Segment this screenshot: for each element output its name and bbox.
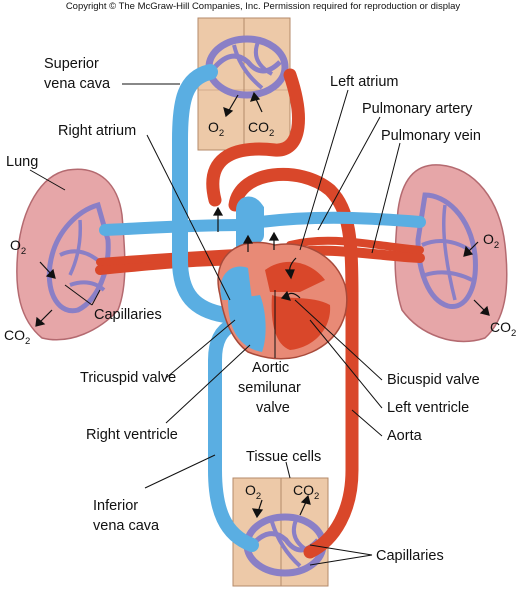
label-left-atrium: Left atrium xyxy=(330,74,399,90)
left-atrium-chamber xyxy=(265,261,325,292)
label-inferior-vena-cava-line2: vena cava xyxy=(93,518,160,534)
label-left-ventricle: Left ventricle xyxy=(387,400,469,416)
co2-left-lung: CO2 xyxy=(490,319,516,339)
left-lung-capillaries xyxy=(415,192,478,309)
o2-bottom: O2 xyxy=(245,482,261,502)
o2-left-lung: O2 xyxy=(483,231,499,251)
aorta-vessel xyxy=(206,68,359,559)
right-atrium-chamber xyxy=(220,266,252,300)
left-ventricle-chamber xyxy=(271,295,331,350)
label-aortic-semilunar-valve-line3: valve xyxy=(256,400,290,416)
gas-labels: O2 CO2 O2 CO2 O2 CO2 O2 CO2 xyxy=(4,119,516,502)
label-bicuspid-valve: Bicuspid valve xyxy=(387,372,480,388)
heart xyxy=(217,241,348,360)
label-tricuspid-valve: Tricuspid valve xyxy=(80,370,176,386)
o2-top: O2 xyxy=(208,119,224,139)
co2-top: CO2 xyxy=(248,119,274,139)
flow-arrows xyxy=(212,206,301,301)
right-lung-capillaries xyxy=(46,201,111,314)
pulmonary-artery-vessels xyxy=(99,196,426,309)
label-lung-capillaries: Capillaries xyxy=(94,307,162,323)
label-right-atrium: Right atrium xyxy=(58,123,136,139)
label-pulmonary-vein: Pulmonary vein xyxy=(381,128,481,144)
o2-right-lung: O2 xyxy=(10,237,26,257)
label-aorta: Aorta xyxy=(387,428,423,444)
label-inferior-vena-cava-line1: Inferior xyxy=(93,498,138,514)
right-ventricle-chamber xyxy=(228,295,266,352)
label-body-capillaries: Capillaries xyxy=(376,548,444,564)
co2-right-lung: CO2 xyxy=(4,327,30,347)
label-pulmonary-artery: Pulmonary artery xyxy=(362,101,473,117)
label-aortic-semilunar-valve-line1: Aortic xyxy=(252,360,289,376)
label-superior-vena-cava-line2: vena cava xyxy=(44,76,111,92)
label-superior-vena-cava-line1: Superior xyxy=(44,56,99,72)
label-lung: Lung xyxy=(6,154,38,170)
co2-bottom: CO2 xyxy=(293,482,319,502)
leader-lines xyxy=(29,83,401,566)
copyright-notice: Copyright © The McGraw-Hill Companies, I… xyxy=(66,1,461,12)
text-labels: Superior vena cava Left atrium Pulmonary… xyxy=(6,56,481,564)
label-tissue-cells: Tissue cells xyxy=(246,449,321,465)
label-aortic-semilunar-valve-line2: semilunar xyxy=(238,380,301,396)
gas-exchange-arrows xyxy=(35,91,490,519)
label-right-ventricle: Right ventricle xyxy=(86,427,178,443)
